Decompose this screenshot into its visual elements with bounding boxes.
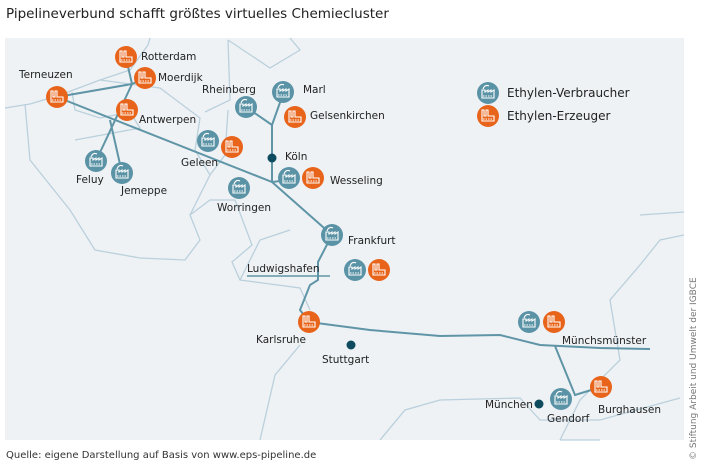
site-worringen: Worringen	[217, 177, 271, 214]
ethylen-erzeuger-icon	[590, 376, 612, 398]
city-stuttgart: Stuttgart	[322, 340, 369, 366]
copyright: © Stiftung Arbeit und Umwelt der IGBCE	[689, 277, 699, 460]
ethylen-erzeuger-icon	[298, 311, 320, 333]
legend-label-erzeuger: Ethylen-Erzeuger	[507, 109, 610, 123]
site-label: Marl	[303, 84, 326, 96]
ethylen-verbraucher-icon	[518, 311, 540, 333]
ethylen-verbraucher-icon	[272, 81, 294, 103]
ethylen-verbraucher-icon	[197, 130, 219, 152]
ethylen-erzeuger-icon	[543, 311, 565, 333]
site-terneuzen: Terneuzen	[18, 69, 73, 108]
city-label: Köln	[285, 151, 307, 163]
ethylen-erzeuger-icon	[46, 86, 68, 108]
ethylen-verbraucher-icon	[85, 150, 107, 172]
ethylen-verbraucher-icon	[321, 224, 343, 246]
site-marl: Marl	[272, 81, 326, 103]
site-frankfurt: Frankfurt	[321, 224, 396, 247]
city-dot	[267, 153, 277, 163]
site-label: Wesseling	[330, 175, 383, 187]
ethylen-verbraucher-icon	[550, 388, 572, 410]
site-münchsmünster: Münchsmünster	[518, 311, 647, 347]
ethylen-erzeuger-icon	[284, 106, 306, 128]
site-label: Geleen	[181, 157, 218, 169]
site-label: Feluy	[76, 174, 104, 186]
ethylen-verbraucher-icon	[477, 82, 499, 104]
ethylen-erzeuger-icon	[221, 136, 243, 158]
ethylen-verbraucher-icon	[228, 177, 250, 199]
site-label: Antwerpen	[139, 114, 196, 126]
site-gelsenkirchen: Gelsenkirchen	[284, 106, 385, 128]
site-label: Jemeppe	[120, 185, 167, 197]
city-dot	[534, 399, 544, 409]
ethylen-erzeuger-icon	[302, 167, 324, 189]
site-wesseling: Wesseling	[278, 167, 383, 189]
site-rheinberg: Rheinberg	[202, 84, 257, 118]
ethylen-erzeuger-icon	[115, 46, 137, 68]
city-köln: Köln	[267, 151, 307, 163]
site-feluy: Feluy	[76, 150, 107, 186]
city-dot	[346, 340, 356, 350]
site-antwerpen: Antwerpen	[116, 99, 196, 126]
ethylen-verbraucher-icon	[278, 167, 300, 189]
site-jemeppe: Jemeppe	[111, 162, 167, 197]
site-rotterdam: Rotterdam	[115, 46, 196, 68]
ethylen-verbraucher-icon	[235, 96, 257, 118]
map-title: Pipelineverbund schafft größtes virtuell…	[6, 6, 389, 22]
site-label: Ludwigshafen	[247, 263, 320, 275]
ethylen-erzeuger-icon	[477, 105, 499, 127]
ethylen-erzeuger-icon	[368, 259, 390, 281]
site-label: Worringen	[217, 202, 271, 214]
site-label: Münchsmünster	[562, 335, 647, 347]
site-label: Frankfurt	[348, 235, 396, 247]
city-münchen: München	[485, 399, 544, 411]
ethylen-erzeuger-icon	[116, 99, 138, 121]
ethylen-erzeuger-icon	[134, 67, 156, 89]
site-karlsruhe: Karlsruhe	[256, 311, 320, 346]
site-gendorf: Gendorf	[547, 388, 590, 425]
site-label: Rotterdam	[141, 51, 196, 63]
site-burghausen: Burghausen	[590, 376, 661, 416]
ethylen-verbraucher-icon	[111, 162, 133, 184]
site-label: Terneuzen	[18, 69, 73, 81]
city-label: München	[485, 399, 533, 411]
site-geleen: Geleen	[181, 130, 243, 169]
ethylen-verbraucher-icon	[344, 259, 366, 281]
site-moerdijk: Moerdijk	[134, 67, 204, 89]
site-label: Gelsenkirchen	[310, 110, 385, 122]
source-note: Quelle: eigene Darstellung auf Basis von…	[6, 450, 317, 461]
site-label: Burghausen	[598, 404, 661, 416]
site-label: Gendorf	[547, 413, 590, 425]
site-label: Karlsruhe	[256, 334, 306, 346]
city-label: Stuttgart	[322, 354, 369, 366]
legend-label-verbraucher: Ethylen-Verbraucher	[507, 86, 630, 100]
site-ludwigshafen: Ludwigshafen	[247, 259, 390, 281]
site-label: Rheinberg	[202, 84, 256, 96]
site-label: Moerdijk	[158, 72, 204, 84]
